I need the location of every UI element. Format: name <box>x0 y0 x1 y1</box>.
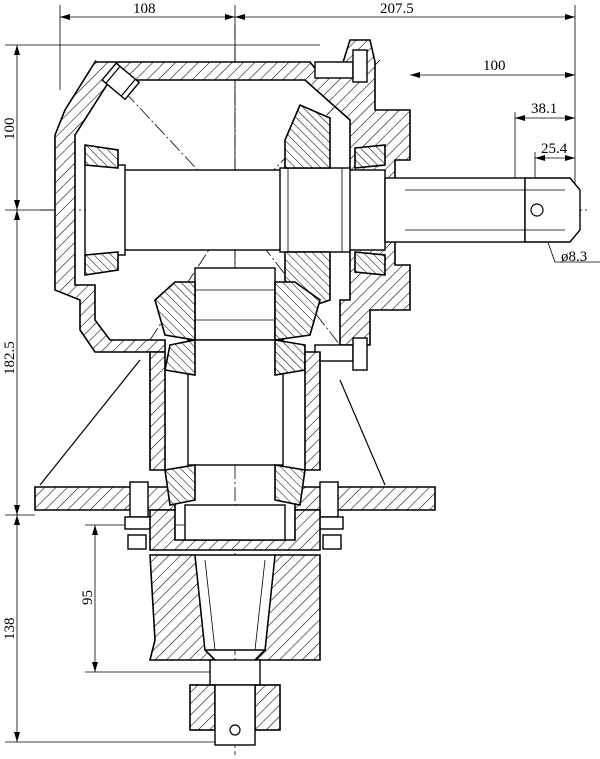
dim-pin-hole: ø8.3 <box>561 249 587 265</box>
input-shaft <box>84 164 581 256</box>
output-shaft-assembly <box>154 267 321 466</box>
housing-upper <box>54 39 411 371</box>
bevel-gear-upper <box>284 103 331 311</box>
dim-108: 108 <box>133 1 156 17</box>
dim-182-5: 182.5 <box>2 341 18 375</box>
dim-38-1: 38.1 <box>531 101 557 117</box>
dim-95: 95 <box>80 590 96 605</box>
mounting-flange <box>34 464 436 530</box>
dim-138: 138 <box>2 618 18 641</box>
dim-100-shaft: 100 <box>483 58 506 74</box>
dim-207-5: 207.5 <box>380 1 414 17</box>
top-dimensions: 108 207.5 100 38.1 25.4 ø8.3 <box>59 1 600 300</box>
dim-100-vertical: 100 <box>2 118 18 141</box>
housing-lower <box>39 351 386 486</box>
output-hub <box>148 554 321 746</box>
lower-bearing-housing <box>127 504 342 551</box>
input-bearings <box>84 144 386 276</box>
left-dimensions: 100 182.5 138 95 <box>2 44 320 743</box>
dim-25-4: 25.4 <box>541 141 568 157</box>
